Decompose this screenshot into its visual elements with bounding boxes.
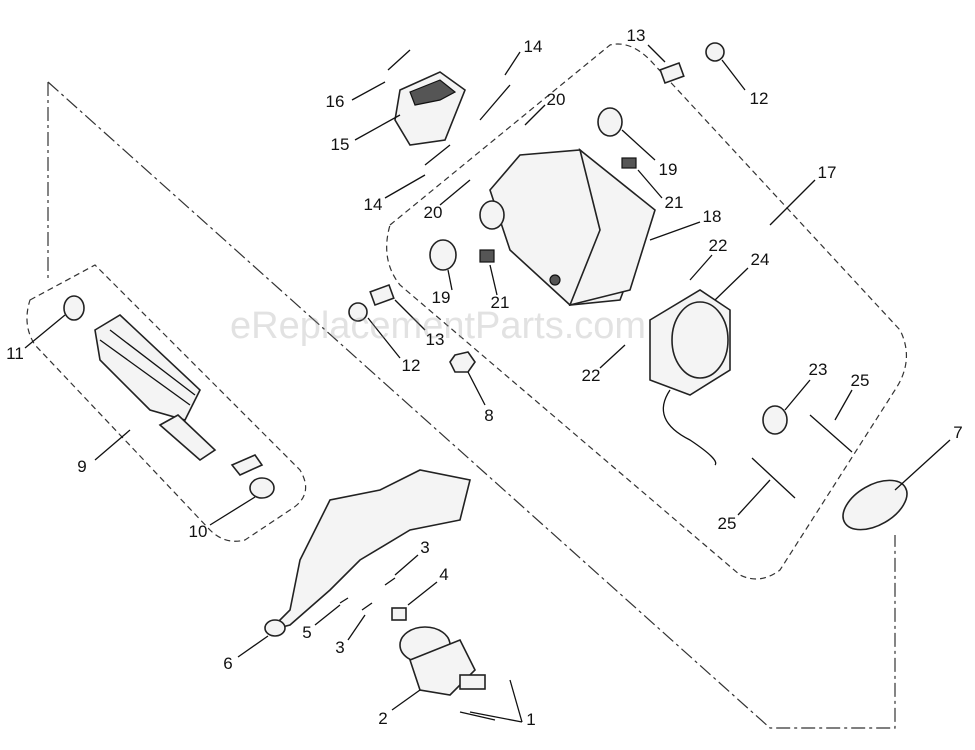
callout-12: 12 bbox=[749, 89, 769, 108]
callout-22: 22 bbox=[581, 366, 601, 385]
watermark: eReplacementParts.com bbox=[230, 305, 647, 347]
motor-housing bbox=[479, 147, 656, 307]
callout-6: 6 bbox=[223, 654, 233, 673]
callout-20: 20 bbox=[423, 203, 443, 222]
callout-3: 3 bbox=[335, 638, 345, 657]
callout-21: 21 bbox=[490, 293, 510, 312]
screw-14-upper bbox=[479, 84, 511, 121]
field-stator bbox=[649, 289, 731, 466]
callout-15: 15 bbox=[330, 135, 350, 154]
callout-20: 20 bbox=[546, 90, 566, 109]
callout-8: 8 bbox=[484, 406, 494, 425]
bearing-12-lower bbox=[348, 302, 368, 322]
armature bbox=[63, 295, 217, 462]
screw-14-lower bbox=[424, 144, 451, 166]
callout-22: 22 bbox=[708, 236, 728, 255]
nut-8 bbox=[449, 351, 476, 373]
brush-cap-19-upper bbox=[597, 107, 623, 137]
callout-10: 10 bbox=[188, 522, 208, 541]
screw-3-lower bbox=[361, 602, 373, 611]
callout-3: 3 bbox=[420, 538, 430, 557]
callout-25: 25 bbox=[850, 371, 870, 390]
screw-1 bbox=[459, 711, 496, 721]
bearing-retainer bbox=[230, 454, 264, 476]
screw-16 bbox=[387, 49, 411, 71]
callout-21: 21 bbox=[664, 193, 684, 212]
spacer-23 bbox=[762, 405, 788, 435]
callout-14: 14 bbox=[363, 195, 383, 214]
callout-13: 13 bbox=[425, 330, 445, 349]
screw-25-upper bbox=[809, 414, 853, 453]
callout-25: 25 bbox=[717, 514, 737, 533]
screw-25-lower bbox=[751, 457, 796, 499]
group-outline-armature bbox=[26, 264, 307, 542]
screw-5 bbox=[339, 597, 349, 604]
spacer-4 bbox=[391, 607, 407, 621]
gear-assembly bbox=[399, 626, 486, 696]
bearing-12-upper bbox=[705, 42, 725, 62]
callout-23: 23 bbox=[808, 360, 828, 379]
callout-13: 13 bbox=[626, 26, 646, 45]
callout-5: 5 bbox=[302, 623, 312, 642]
callout-4: 4 bbox=[439, 565, 449, 584]
callout-14: 14 bbox=[523, 37, 543, 56]
callout-7: 7 bbox=[953, 423, 963, 442]
callout-16: 16 bbox=[325, 92, 345, 111]
callout-1: 1 bbox=[526, 710, 536, 729]
assembly-line-main bbox=[47, 81, 896, 729]
callout-19: 19 bbox=[658, 160, 678, 179]
gear-housing bbox=[264, 469, 471, 637]
callout-18: 18 bbox=[702, 207, 722, 226]
cover-plate bbox=[394, 71, 466, 146]
callout-12: 12 bbox=[401, 356, 421, 375]
brush-21-upper bbox=[621, 157, 637, 169]
callout-17: 17 bbox=[817, 163, 837, 182]
callout-19: 19 bbox=[431, 288, 451, 307]
brush-holder-13-lower bbox=[369, 283, 395, 307]
callout-2: 2 bbox=[378, 709, 388, 728]
bearing-10 bbox=[249, 477, 275, 499]
brush-holder-13-upper bbox=[659, 61, 685, 85]
screw-3-upper bbox=[384, 577, 396, 586]
leader-lines bbox=[24, 44, 951, 723]
brush-cap-19-lower bbox=[429, 239, 457, 271]
brush-21-lower bbox=[479, 249, 495, 263]
callout-24: 24 bbox=[750, 250, 770, 269]
callout-9: 9 bbox=[77, 457, 87, 476]
callout-11: 11 bbox=[6, 344, 24, 363]
group-outline-housing bbox=[386, 43, 908, 580]
end-cap-7 bbox=[842, 479, 908, 531]
